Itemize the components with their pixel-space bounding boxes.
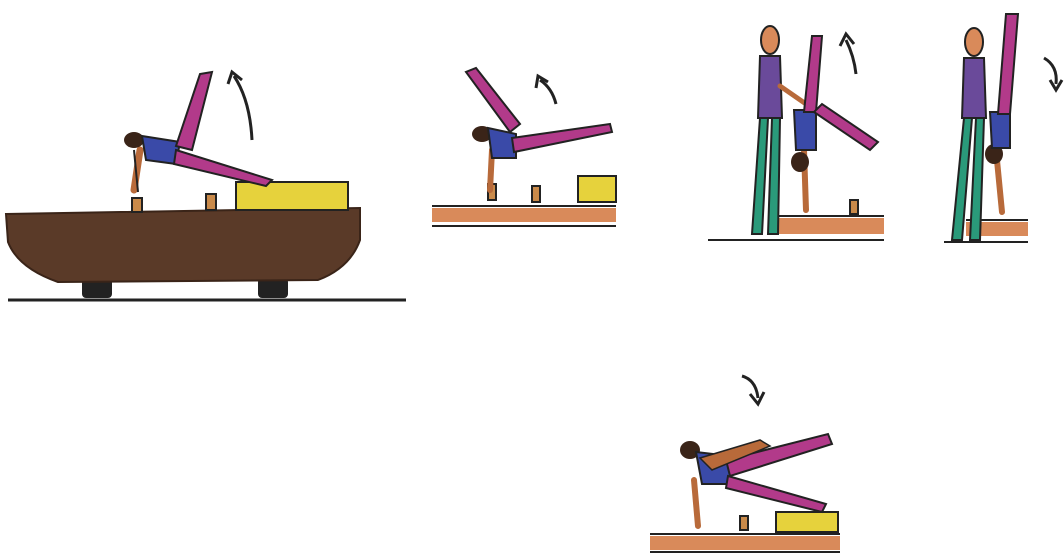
gymnast	[985, 14, 1018, 212]
yellow-block	[776, 512, 838, 532]
horse-body	[6, 208, 360, 282]
gymnast	[124, 72, 272, 192]
frame-1	[6, 72, 406, 300]
yellow-block	[578, 176, 616, 202]
orange-base	[432, 208, 616, 222]
gymnast	[466, 68, 612, 190]
frame-4	[944, 14, 1062, 242]
frame-3	[708, 26, 884, 240]
motion-arrow-icon	[234, 76, 252, 140]
pommel	[132, 198, 142, 212]
orange-base	[770, 218, 884, 234]
spotter	[952, 28, 986, 240]
orange-base	[650, 536, 840, 550]
frame-5	[650, 376, 840, 552]
frame-2	[432, 68, 616, 226]
pommel	[206, 194, 216, 210]
yellow-block	[236, 182, 348, 210]
gymnast	[791, 36, 878, 210]
